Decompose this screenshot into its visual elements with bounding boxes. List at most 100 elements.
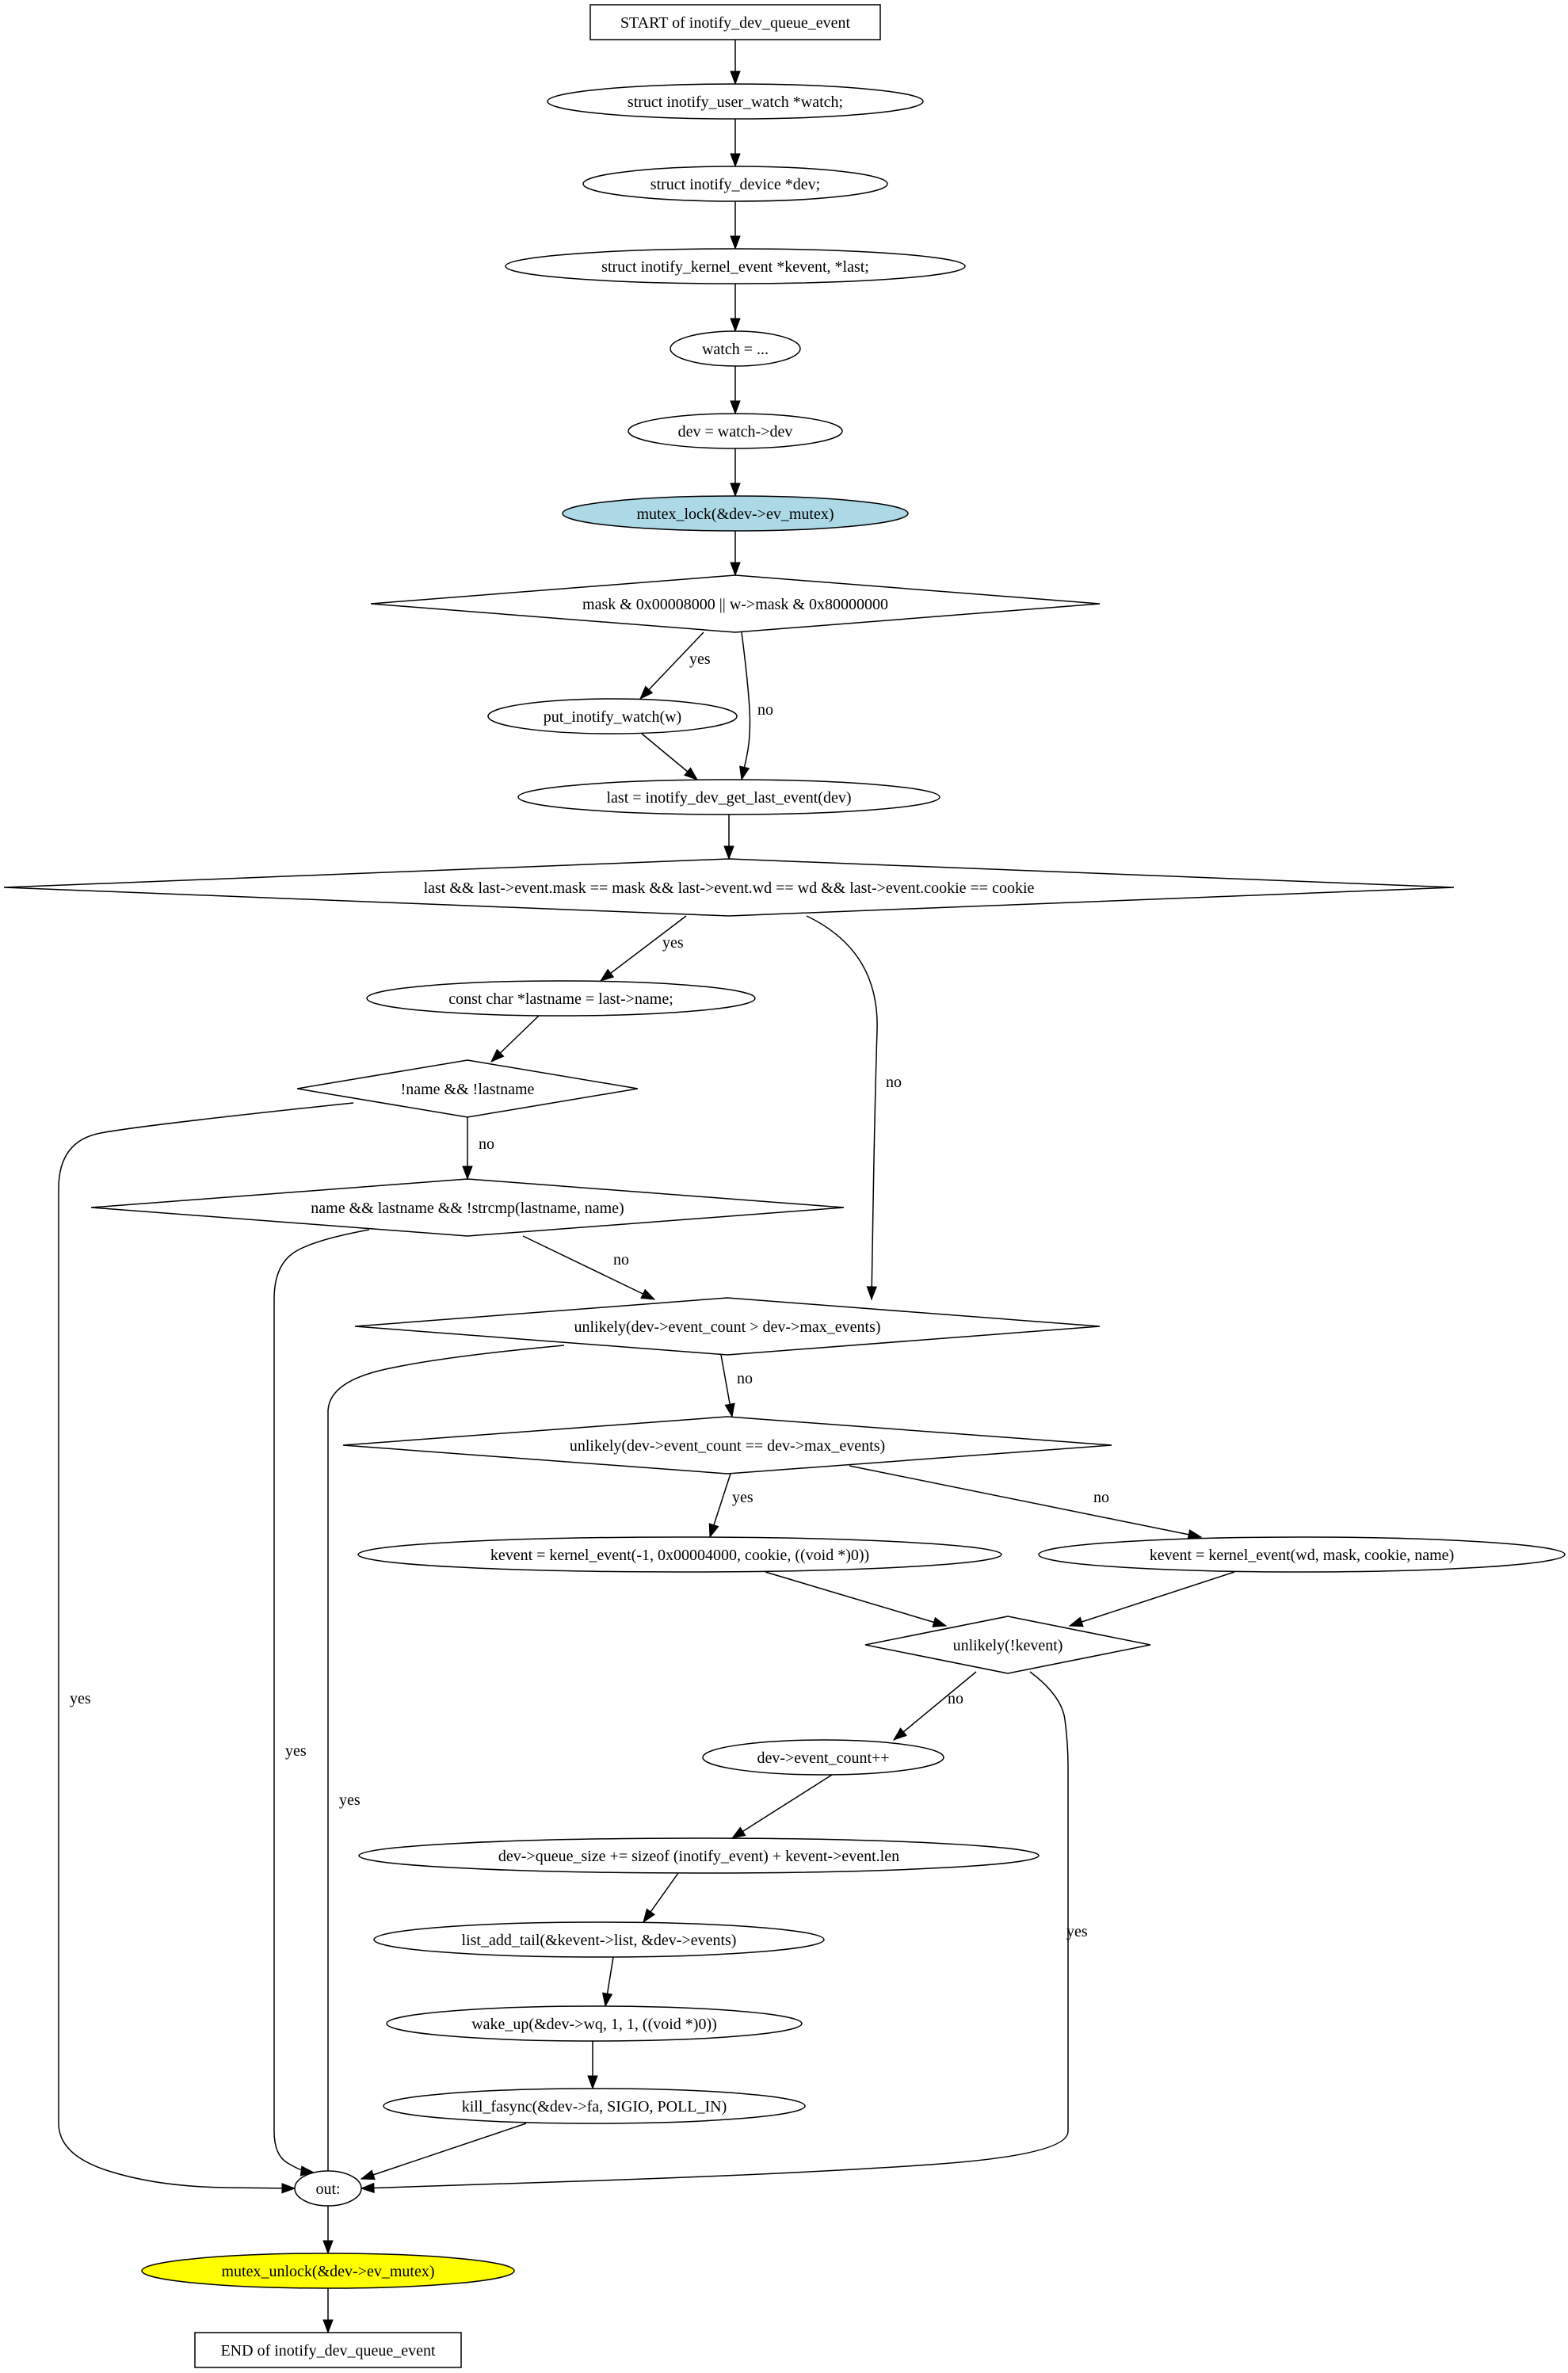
edge-label-no: no bbox=[613, 1251, 629, 1269]
node-assign-watch: watch = ... bbox=[670, 330, 801, 367]
arrowhead bbox=[599, 968, 615, 982]
edge-line bbox=[741, 631, 751, 780]
node-label: START of inotify_dev_queue_event bbox=[620, 14, 851, 32]
node-label: dev->queue_size += sizeof (inotify_event… bbox=[498, 1848, 899, 1865]
ellipse-shape bbox=[702, 1739, 944, 1776]
edge-line bbox=[361, 1671, 1069, 2189]
arrowhead bbox=[731, 1826, 746, 1839]
node-label: list_add_tail(&kevent->list, &dev->event… bbox=[462, 1932, 737, 1949]
node-label: last = inotify_dev_get_last_event(dev) bbox=[607, 789, 852, 807]
box-shape bbox=[194, 2332, 462, 2368]
edge-label-yes: yes bbox=[662, 934, 684, 952]
arrowhead bbox=[708, 1523, 719, 1539]
node-lastname: const char *lastname = last->name; bbox=[366, 980, 756, 1017]
arrowhead bbox=[730, 318, 741, 333]
node-get-last: last = inotify_dev_get_last_event(dev) bbox=[517, 779, 940, 815]
node-label: put_inotify_watch(w) bbox=[544, 708, 681, 726]
arrowhead bbox=[640, 1288, 656, 1300]
node-list-add: list_add_tail(&kevent->list, &dev->event… bbox=[373, 1921, 825, 1958]
edge-label-no: no bbox=[948, 1690, 963, 1707]
edge-decl_dev-to-decl_kevent bbox=[730, 201, 741, 250]
node-label: dev->event_count++ bbox=[757, 1749, 889, 1767]
node-cond-mask: mask & 0x00008000 || w->mask & 0x8000000… bbox=[370, 574, 1101, 633]
node-decl-watch: struct inotify_user_watch *watch; bbox=[547, 83, 924, 120]
edge-start-to-decl_watch bbox=[730, 40, 741, 86]
node-label: mutex_unlock(&dev->ev_mutex) bbox=[222, 2263, 435, 2280]
diamond-shape bbox=[354, 1297, 1101, 1356]
ellipse-shape bbox=[517, 779, 940, 815]
arrowhead bbox=[739, 765, 750, 781]
arrowhead bbox=[932, 1616, 948, 1627]
arrowhead bbox=[730, 71, 741, 86]
edge-line bbox=[765, 1571, 947, 1627]
node-label: mask & 0x00008000 || w->mask & 0x8000000… bbox=[582, 596, 888, 613]
edge-label-yes: yes bbox=[70, 1690, 91, 1707]
node-label: dev = watch->dev bbox=[678, 423, 793, 441]
ellipse-shape bbox=[358, 1837, 1040, 1874]
node-decl-dev: struct inotify_device *dev; bbox=[582, 166, 888, 202]
node-label: struct inotify_user_watch *watch; bbox=[628, 93, 843, 111]
edge-cond_noname-to-out: yes bbox=[58, 1102, 354, 2194]
edge-cond_strcmp-to-cond_gt: no bbox=[522, 1235, 656, 1300]
ellipse-shape bbox=[357, 1536, 1002, 1573]
ellipse-shape bbox=[505, 248, 966, 284]
node-queue-size: dev->queue_size += sizeof (inotify_event… bbox=[358, 1837, 1040, 1874]
node-label: watch = ... bbox=[702, 341, 769, 358]
edge-count_inc-to-queue_size bbox=[731, 1774, 833, 1839]
arrowhead bbox=[639, 685, 654, 700]
arrowhead bbox=[684, 767, 699, 780]
arrowhead bbox=[1068, 1616, 1084, 1627]
arrowhead bbox=[730, 483, 741, 498]
node-cond-noname: !name && !lastname bbox=[296, 1059, 639, 1118]
edge-line bbox=[639, 631, 704, 700]
edge-mutex_lock-to-cond_mask bbox=[730, 531, 741, 577]
node-label: !name && !lastname bbox=[401, 1081, 535, 1098]
node-cond-eq: unlikely(dev->event_count == dev->max_ev… bbox=[342, 1416, 1112, 1475]
diamond-shape bbox=[864, 1616, 1151, 1674]
arrowhead bbox=[322, 2240, 334, 2255]
edge-kevent_overflow-to-cond_kevent bbox=[765, 1571, 948, 1627]
edge-mutex_unlock-to-end bbox=[322, 2288, 334, 2334]
node-out: out: bbox=[294, 2170, 362, 2207]
node-start: START of inotify_dev_queue_event bbox=[589, 4, 881, 40]
node-label: unlikely(dev->event_count > dev->max_eve… bbox=[574, 1318, 880, 1336]
arrowhead bbox=[866, 1286, 877, 1301]
edge-line bbox=[806, 915, 878, 1300]
node-label: kill_fasync(&dev->fa, SIGIO, POLL_IN) bbox=[462, 2098, 727, 2115]
edge-line bbox=[893, 1671, 977, 1741]
node-decl-kevent: struct inotify_kernel_event *kevent, *la… bbox=[505, 248, 966, 284]
edge-put_watch-to-get_last bbox=[641, 733, 699, 780]
edge-line bbox=[600, 915, 687, 982]
edge-line bbox=[522, 1235, 655, 1300]
edge-line bbox=[58, 1102, 354, 2189]
node-count-inc: dev->event_count++ bbox=[702, 1739, 944, 1776]
edge-label-yes: yes bbox=[1066, 1923, 1088, 1940]
arrowhead bbox=[490, 1048, 505, 1063]
edge-label-no: no bbox=[757, 701, 773, 719]
arrowhead bbox=[601, 1992, 613, 2008]
node-kevent-overflow: kevent = kernel_event(-1, 0x00004000, co… bbox=[357, 1536, 1002, 1573]
edge-cond_eq-to-kevent_normal: no bbox=[849, 1465, 1203, 1540]
node-cond-kevent: unlikely(!kevent) bbox=[864, 1616, 1151, 1674]
diamond-shape bbox=[342, 1416, 1112, 1475]
diamond-shape bbox=[370, 574, 1101, 633]
edge-label-yes: yes bbox=[285, 1742, 307, 1760]
edge-lastname-to-cond_noname bbox=[490, 1015, 540, 1063]
arrowhead bbox=[724, 1402, 735, 1418]
edge-line bbox=[273, 1229, 370, 2173]
edge-cond_mask-to-put_watch: yes bbox=[639, 631, 711, 700]
edge-queue_size-to-list_add bbox=[643, 1872, 679, 1924]
edge-cond_noname-to-cond_strcmp: no bbox=[462, 1117, 494, 1181]
edge-cond_kevent-to-out: yes bbox=[360, 1671, 1088, 2194]
edge-cond_last-to-lastname: yes bbox=[599, 915, 687, 982]
edge-wake_up-to-kill_fasync bbox=[587, 2041, 598, 2090]
node-label: struct inotify_device *dev; bbox=[650, 176, 820, 193]
edge-line bbox=[849, 1465, 1202, 1538]
ellipse-shape bbox=[487, 698, 738, 734]
ellipse-shape bbox=[547, 83, 924, 120]
ellipse-shape bbox=[294, 2170, 362, 2207]
node-label: out: bbox=[315, 2180, 340, 2198]
